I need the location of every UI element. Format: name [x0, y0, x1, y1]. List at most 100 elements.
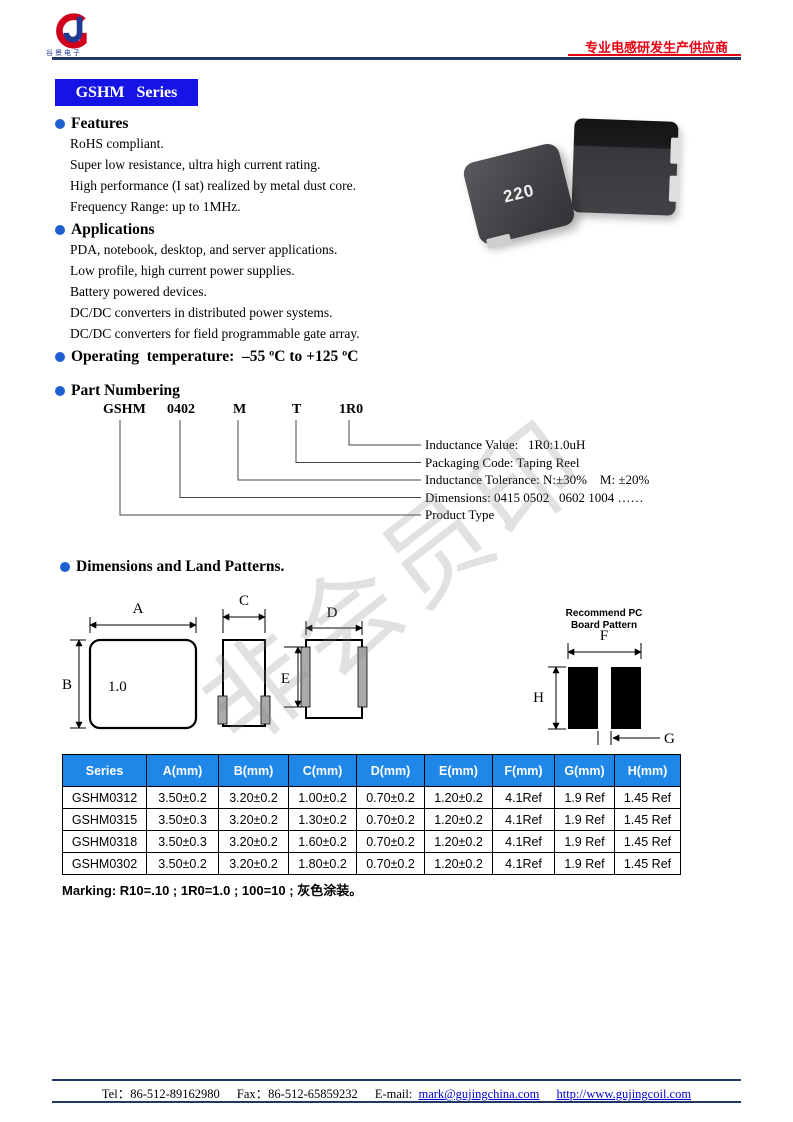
- footer-email-link[interactable]: mark@gujingchina.com: [418, 1087, 540, 1101]
- dimension-diagrams: 1.0 A B C D E: [62, 593, 675, 747]
- terminal-pad: [485, 233, 512, 250]
- application-item: DC/DC converters in distributed power sy…: [70, 305, 333, 320]
- cell: 0.70±0.2: [356, 830, 425, 853]
- slogan-underline: [568, 54, 741, 56]
- col-header-c: C(mm): [288, 754, 357, 787]
- cell: 1.60±0.2: [288, 830, 357, 853]
- chip-top-view-outline: [88, 638, 198, 730]
- product-photo: 220: [461, 112, 715, 250]
- operating-temperature-section: Operating temperature: –55 ºC to +125 ºC: [55, 348, 358, 366]
- cell: 1.9 Ref: [554, 786, 615, 809]
- application-item: Low profile, high current power supplies…: [70, 263, 295, 278]
- inductor-photo-left: 220: [461, 141, 577, 250]
- footer-url-link[interactable]: http://www.gujingcoil.com: [556, 1087, 692, 1101]
- feature-item: RoHS compliant.: [70, 136, 164, 151]
- dimensions-section-heading: Dimensions and Land Patterns.: [60, 558, 284, 576]
- cell: 1.9 Ref: [554, 808, 615, 831]
- chip-size-label: 1.0: [108, 679, 127, 695]
- applications-list: PDA, notebook, desktop, and server appli…: [70, 239, 360, 344]
- dim-label-F: F: [600, 628, 608, 644]
- chip-side-view-c: [222, 639, 266, 727]
- company-logo: [56, 13, 87, 49]
- cell: 3.20±0.2: [218, 808, 289, 831]
- application-item: DC/DC converters for field programmable …: [70, 326, 360, 341]
- pcb-pattern-note: Recommend PC Board Pattern: [565, 608, 643, 631]
- terminal: [217, 695, 228, 725]
- cell-series: GSHM0302: [62, 852, 147, 875]
- part-code-type: GSHM: [103, 402, 146, 417]
- applications-heading: Applications: [71, 221, 155, 238]
- pcb-pad-left: [568, 667, 598, 729]
- terminal-pad: [668, 175, 680, 202]
- logo-blue-j: [63, 16, 83, 43]
- features-heading: Features: [71, 115, 129, 132]
- dim-label-D: D: [327, 605, 338, 621]
- operating-temperature-heading: Operating temperature: –55 ºC to +125 ºC: [71, 348, 359, 365]
- col-header-f: F(mm): [492, 754, 555, 787]
- footer-email-label: E-mail:: [374, 1087, 413, 1101]
- cell: 0.70±0.2: [356, 808, 425, 831]
- cell: 0.70±0.2: [356, 786, 425, 809]
- cell-series: GSHM0318: [62, 830, 147, 853]
- terminal: [300, 646, 311, 708]
- col-header-b: B(mm): [218, 754, 289, 787]
- cell: 3.50±0.3: [146, 808, 219, 831]
- cell: 1.00±0.2: [288, 786, 357, 809]
- bullet-dot-icon: [60, 562, 70, 572]
- col-header-h: H(mm): [614, 754, 681, 787]
- footer: Tel：86-512-89162980 Fax：86-512-65859232 …: [52, 1083, 741, 1102]
- col-header-d: D(mm): [356, 754, 425, 787]
- cell: 1.20±0.2: [424, 808, 493, 831]
- cell: 1.45 Ref: [614, 808, 681, 831]
- cell: 4.1Ref: [492, 852, 555, 875]
- part-numbering-heading: Part Numbering: [71, 382, 180, 399]
- col-header-a: A(mm): [146, 754, 219, 787]
- features-list: RoHS compliant. Super low resistance, ul…: [70, 133, 356, 217]
- label-inductance-tolerance: Inductance Tolerance: N:±30% M: ±20%: [425, 472, 650, 488]
- part-code-inductance: 1R0: [339, 402, 364, 417]
- cell: 3.50±0.2: [146, 786, 219, 809]
- part-numbering-connector-lines: [119, 420, 421, 516]
- inductor-photo-right: [571, 118, 682, 216]
- part-numbering-labels: Inductance Value: 1R0:1.0uH Packaging Co…: [425, 436, 649, 524]
- footer-tel: Tel：86-512-89162980: [101, 1087, 220, 1101]
- cell: 1.9 Ref: [554, 830, 615, 853]
- header-rule: [52, 57, 741, 60]
- dim-label-B: B: [62, 677, 72, 693]
- header-slogan: 专业电感研发生产供应商: [585, 40, 729, 55]
- cell: 1.45 Ref: [614, 852, 681, 875]
- cell: 3.50±0.3: [146, 830, 219, 853]
- part-code-tolerance: M: [233, 402, 247, 417]
- footer-fax: Fax：86-512-65859232: [236, 1087, 358, 1101]
- part-code-packaging: T: [292, 402, 302, 417]
- pcb-pad-right: [611, 667, 641, 729]
- dim-label-H: H: [533, 690, 544, 706]
- part-numbering-section-heading: Part Numbering: [55, 382, 180, 400]
- features-section-heading: Features: [55, 115, 128, 133]
- cell-series: GSHM0315: [62, 808, 147, 831]
- bullet-dot-icon: [55, 352, 65, 362]
- feature-item: High performance (I sat) realized by met…: [70, 178, 356, 193]
- label-inductance-value: Inductance Value: 1R0:1.0uH: [425, 437, 586, 452]
- terminal: [357, 646, 368, 708]
- cell: 1.30±0.2: [288, 808, 357, 831]
- label-dimensions: Dimensions: 0415 0502 0602 1004 ……: [425, 489, 644, 505]
- cell: 0.70±0.2: [356, 852, 425, 875]
- applications-section-heading: Applications: [55, 221, 155, 239]
- application-item: Battery powered devices.: [70, 284, 207, 299]
- table-row: GSHM0315 3.50±0.3 3.20±0.2 1.30±0.2 0.70…: [62, 808, 681, 831]
- cell: 3.20±0.2: [218, 830, 289, 853]
- footer-rule-top: [52, 1079, 741, 1081]
- dim-label-G: G: [664, 731, 675, 747]
- cell: 1.45 Ref: [614, 830, 681, 853]
- cell: 1.20±0.2: [424, 786, 493, 809]
- dim-label-A: A: [133, 601, 144, 617]
- logo-red-g: [56, 13, 87, 49]
- cell: 1.80±0.2: [288, 852, 357, 875]
- cell: 4.1Ref: [492, 830, 555, 853]
- bullet-dot-icon: [55, 225, 65, 235]
- cell: 4.1Ref: [492, 786, 555, 809]
- cell-series: GSHM0312: [62, 786, 147, 809]
- feature-item: Super low resistance, ultra high current…: [70, 157, 321, 172]
